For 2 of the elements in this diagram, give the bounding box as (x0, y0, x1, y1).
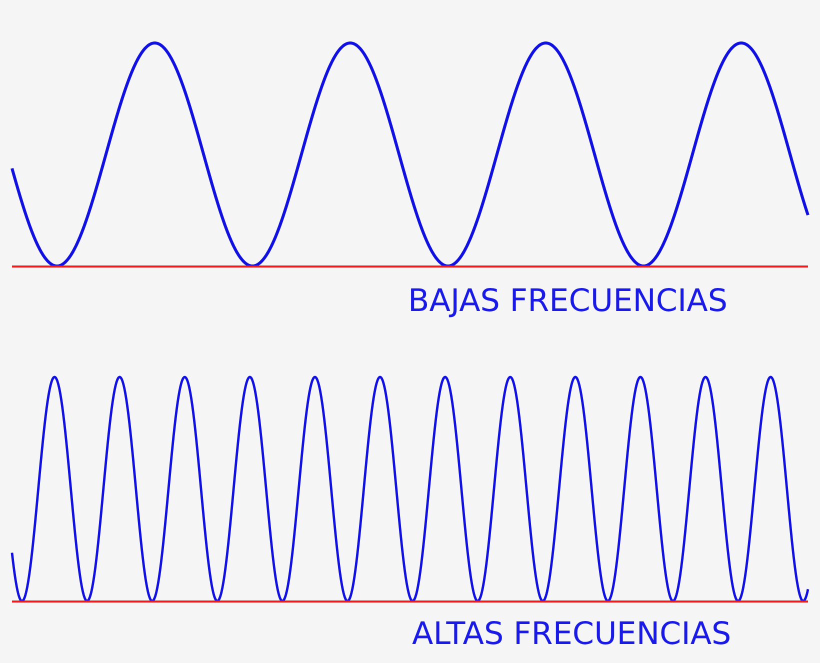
wave-caption: BAJAS FRECUENCIAS (408, 283, 728, 319)
wave-caption: ALTAS FRECUENCIAS (412, 616, 732, 652)
